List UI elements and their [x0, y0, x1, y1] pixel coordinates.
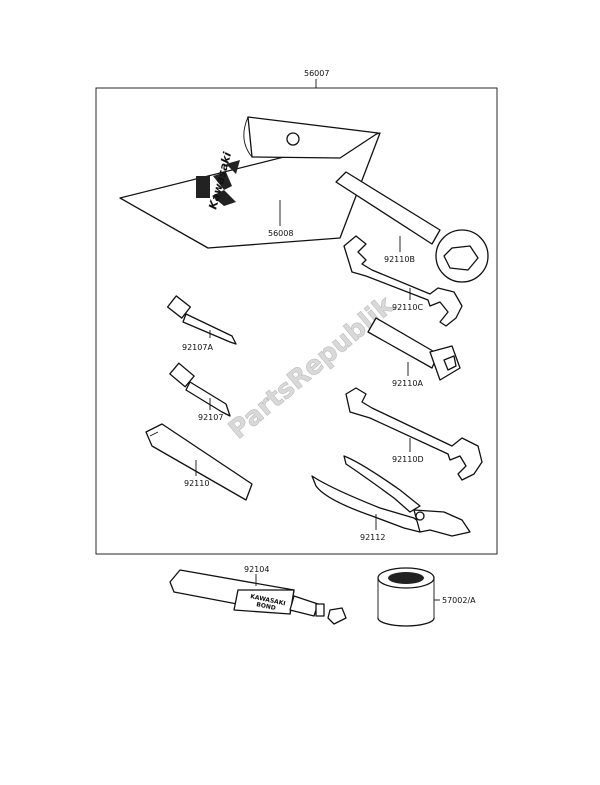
- label-pouch: 56008: [268, 229, 293, 238]
- label-oil-filter: 57002/A: [442, 596, 476, 605]
- open-wrench-d: [345, 387, 483, 481]
- label-ring-wrench: 92110B: [384, 255, 415, 264]
- label-bond-tube: 92104: [244, 565, 269, 574]
- pliers: [311, 455, 471, 537]
- label-screwdriver-bit-a: 92107A: [182, 343, 213, 352]
- tool-pouch: Kawasaki: [119, 116, 381, 249]
- label-open-wrench-d: 92110D: [392, 455, 424, 464]
- open-wrench-c: [343, 235, 463, 327]
- label-plug-wrench: 92110A: [392, 379, 423, 388]
- oil-filter: [377, 567, 440, 627]
- ring-wrench: [335, 171, 489, 283]
- wrench-handle: [145, 423, 253, 501]
- label-wrench-handle: 92110: [184, 479, 209, 488]
- label-screwdriver-bit: 92107: [198, 413, 223, 422]
- plug-wrench: [367, 317, 461, 381]
- label-kit: 56007: [304, 69, 329, 78]
- screwdriver-bit: [169, 362, 231, 417]
- bond-tube: KAWASAKI BOND: [169, 569, 347, 625]
- kit-frame: [95, 79, 498, 555]
- screwdriver-bit-a: [166, 295, 237, 345]
- tube-text-line2: BOND: [256, 601, 277, 612]
- label-pliers: 92112: [360, 533, 385, 542]
- watermark-text: PartsRepublik: [223, 290, 400, 445]
- label-open-wrench-c: 92110C: [392, 303, 423, 312]
